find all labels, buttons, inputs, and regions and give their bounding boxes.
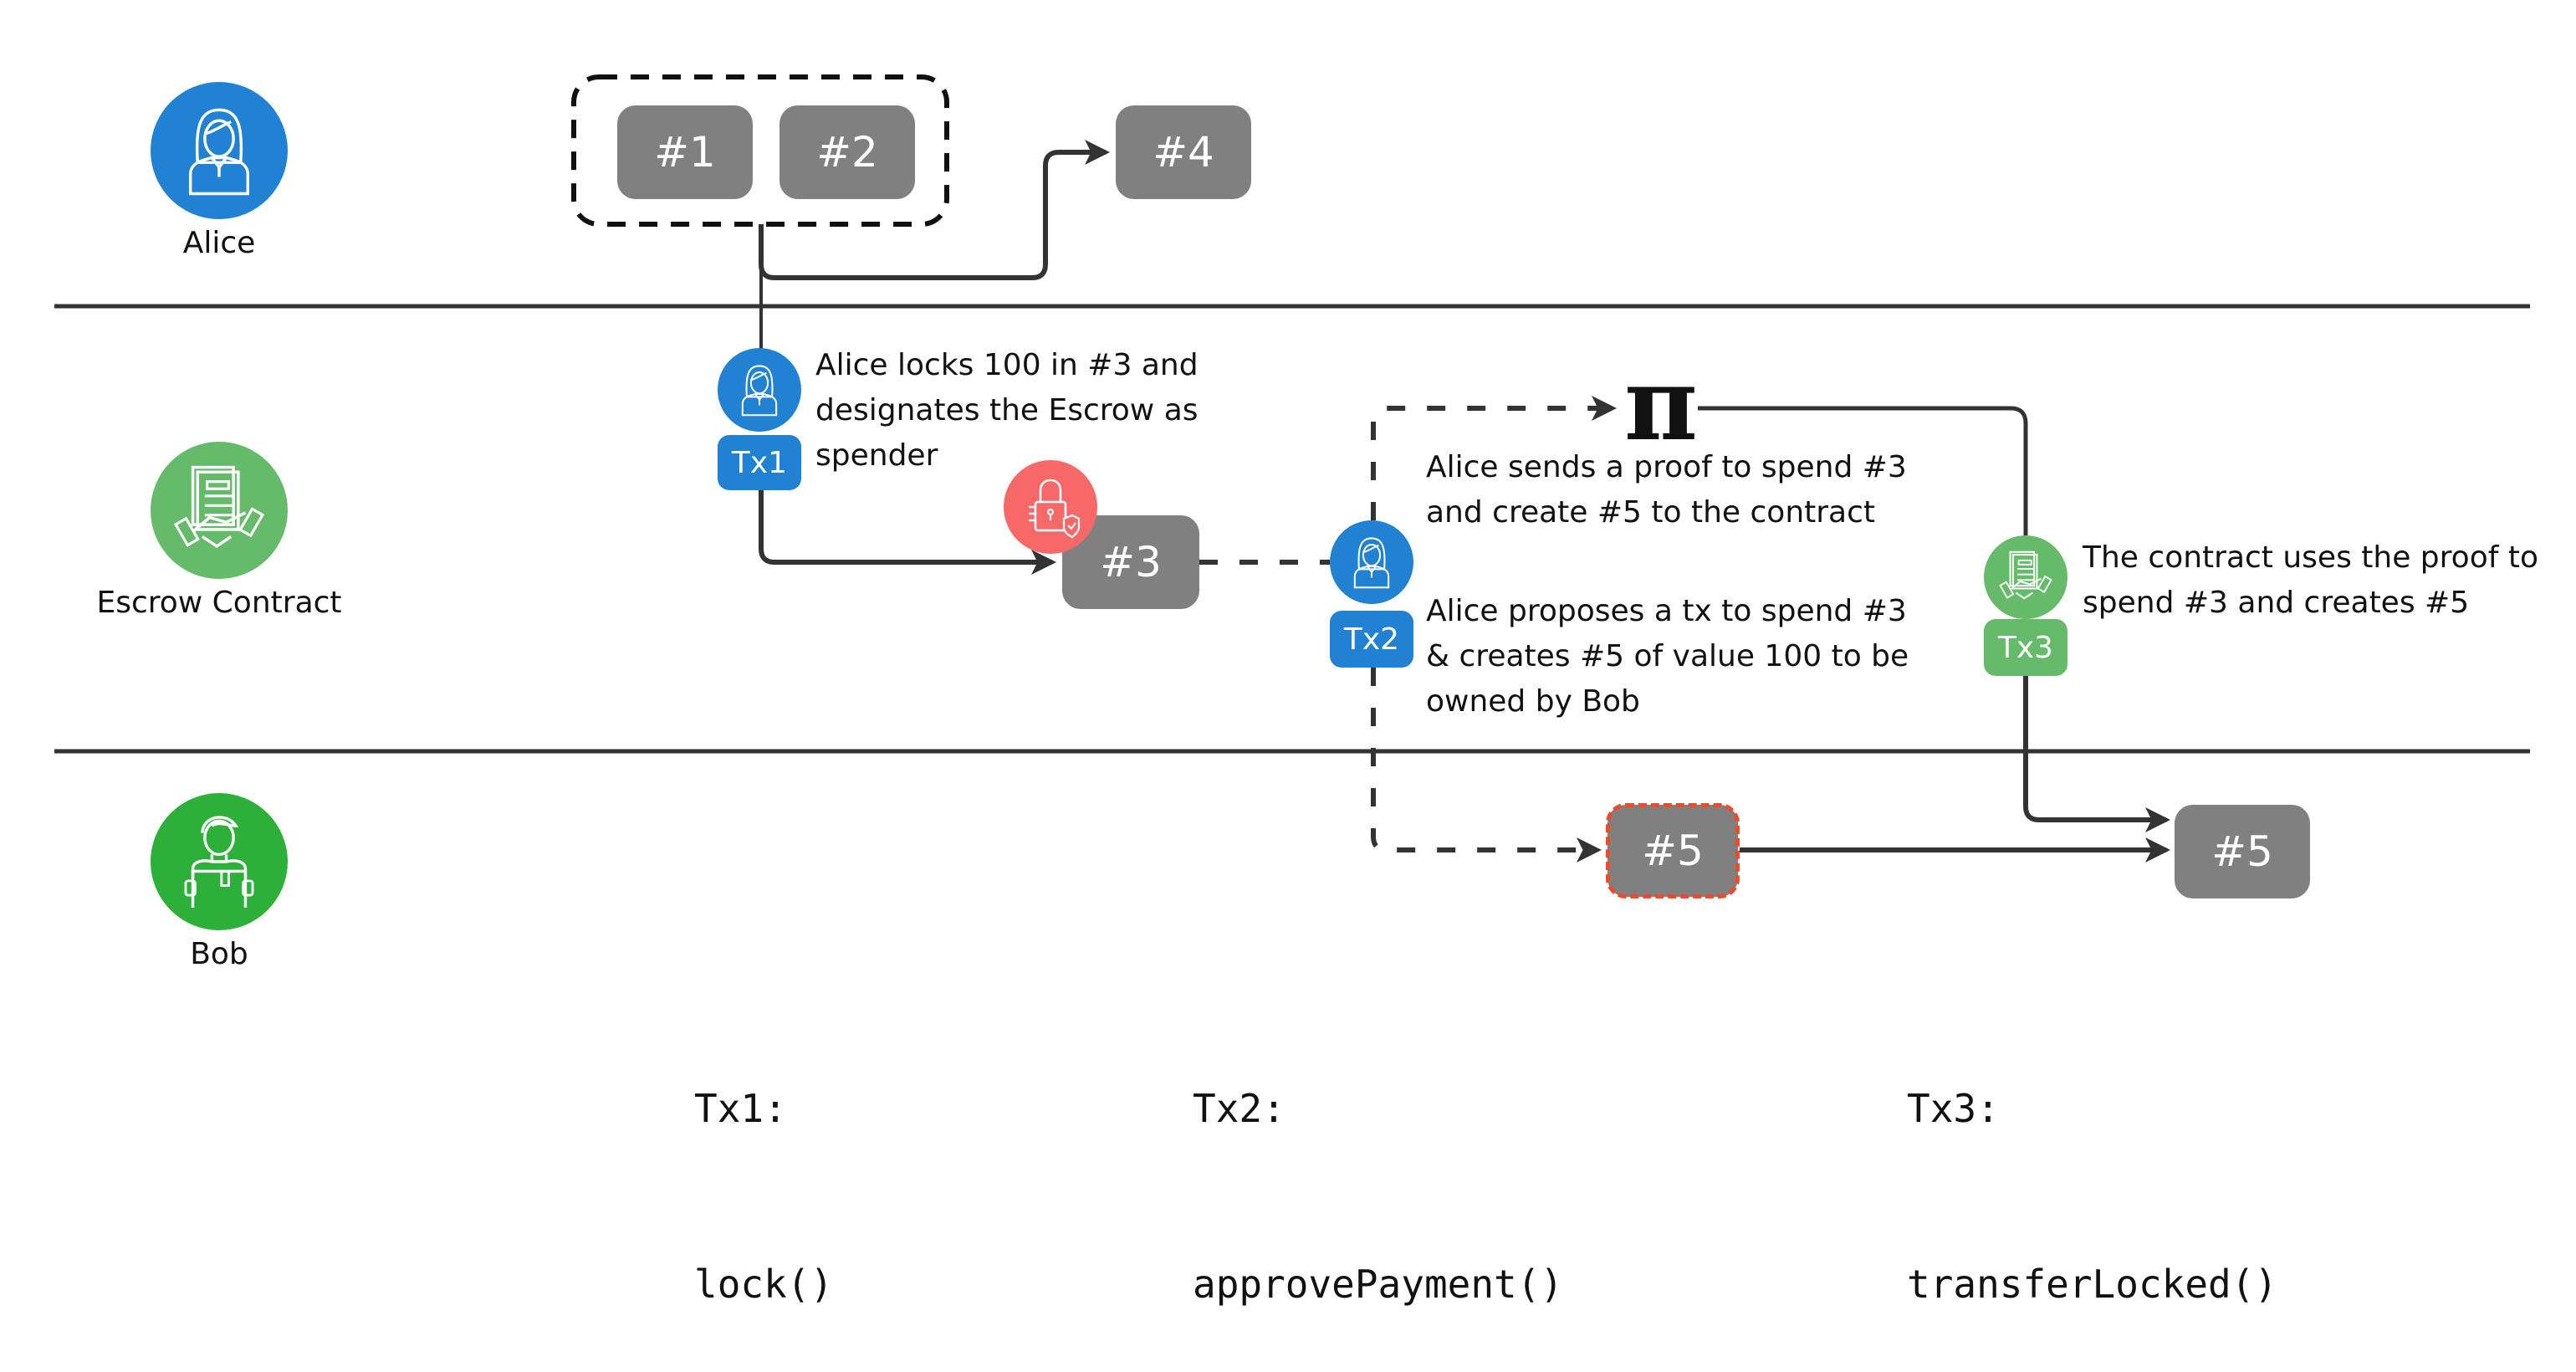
legend-tx3-function: transferLocked()	[1907, 1262, 2278, 1307]
legend-tx3-label: Tx3:	[1907, 1086, 2000, 1131]
arrow-to-note-4	[759, 140, 1110, 280]
input-notes-group	[571, 74, 949, 227]
arrow-tx3-to-note5	[2023, 676, 2170, 832]
note-1[interactable]: #1	[617, 105, 753, 199]
tx1-actor-avatar	[718, 348, 801, 432]
padlock-shield-icon	[1027, 479, 1081, 539]
arrow-to-note-3	[759, 490, 1056, 575]
note-5-final[interactable]: #5	[2175, 805, 2310, 898]
woman-user-icon	[188, 108, 250, 196]
tx1-badge[interactable]: Tx1	[718, 435, 801, 490]
legend-tx1-label: Tx1:	[694, 1086, 787, 1131]
legend-tx2-function: approvePayment()	[1193, 1262, 1564, 1307]
proof-icon: π	[1624, 346, 1698, 463]
note-5-pending[interactable]: #5	[1606, 803, 1740, 898]
woman-user-icon	[1353, 537, 1390, 589]
legend-tx2-label: Tx2:	[1193, 1086, 1285, 1131]
note-4[interactable]: #4	[1116, 105, 1251, 199]
delivery-man-icon	[184, 816, 254, 908]
diagram-canvas	[54, 74, 2530, 863]
alice-label: Alice	[182, 226, 256, 260]
note-2[interactable]: #2	[779, 105, 915, 199]
tx1-description: Alice locks 100 in #3 and designates the…	[815, 348, 1199, 473]
tx3-description: The contract uses the proof to spend #3 …	[2083, 540, 2538, 620]
legend-tx2: Tx2: approvePayment()	[1193, 962, 1563, 1372]
woman-user-icon	[741, 365, 778, 417]
legend-tx3: Tx3: transferLocked()	[1907, 962, 2277, 1372]
legend-tx1: Tx1: lock()	[694, 962, 833, 1372]
tx3-badge[interactable]: Tx3	[1984, 619, 2067, 676]
tx2-proof-description: Alice sends a proof to spend #3 and crea…	[1426, 450, 1907, 530]
tx2-badge[interactable]: Tx2	[1330, 611, 1413, 668]
proof-to-tx3-line	[1698, 406, 2028, 535]
contract-handshake-icon	[174, 465, 264, 548]
contract-handshake-icon	[1999, 550, 2052, 600]
tx3-actor-avatar	[1984, 535, 2067, 619]
tx2-description: Alice proposes a tx to spend #3 & create…	[1426, 594, 1909, 719]
alice-avatar	[151, 82, 288, 219]
escrow-label: Escrow Contract	[96, 586, 342, 620]
tx2-actor-avatar	[1330, 520, 1413, 604]
lock-badge	[1004, 460, 1097, 554]
dashed-tx2-to-note5	[1371, 668, 1602, 863]
bob-avatar	[151, 793, 288, 930]
legend-tx1-function: lock()	[694, 1262, 834, 1307]
escrow-avatar	[151, 442, 288, 579]
bob-label: Bob	[190, 937, 248, 971]
